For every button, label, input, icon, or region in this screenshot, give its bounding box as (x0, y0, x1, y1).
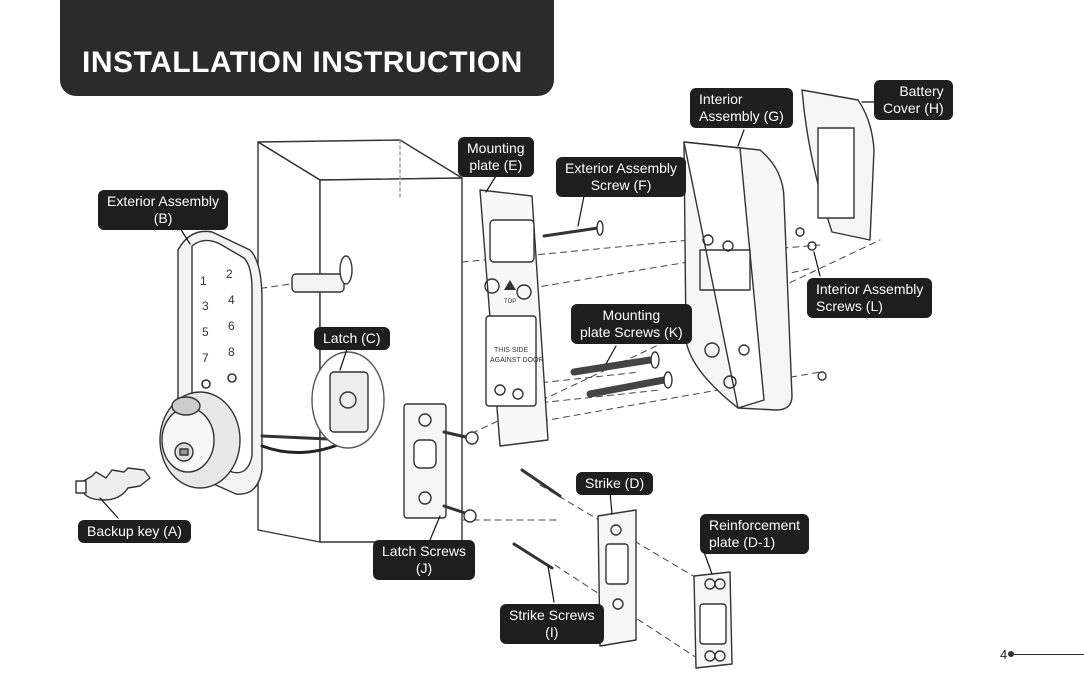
label-battery-cover-line1: Battery (899, 83, 944, 99)
label-strike-screws-line2: (I) (545, 624, 559, 640)
plate-top-mark: TOP (504, 299, 516, 305)
label-mounting-plate-screws-line2: plate Screws (K) (580, 324, 683, 340)
svg-text:8: 8 (228, 345, 235, 359)
svg-text:2: 2 (226, 267, 233, 281)
label-latch-line1: Latch (C) (323, 330, 381, 346)
latch-illustration (311, 351, 385, 449)
label-mounting-plate-screws: Mounting plate Screws (K) (571, 304, 692, 344)
mounting-plate-screws-illustration (570, 351, 673, 398)
label-exterior-assembly-line1: Exterior Assembly (107, 193, 220, 209)
label-reinforcement-plate-line2: plate (D-1) (709, 534, 776, 550)
plate-text-line1: THIS SIDE (494, 347, 529, 354)
label-strike-line1: Strike (D) (585, 475, 645, 491)
page-title: INSTALLATION INSTRUCTION (82, 46, 523, 79)
interior-assembly-illustration (683, 141, 793, 411)
label-battery-cover-line2: Cover (H) (883, 100, 944, 116)
label-interior-assembly-screws-line1: Interior Assembly (816, 281, 924, 297)
label-mounting-plate: Mounting plate (E) (458, 137, 534, 177)
label-interior-assembly-screws-line2: Screws (L) (816, 298, 883, 314)
strike-illustration (512, 468, 637, 647)
svg-text:4: 4 (228, 293, 235, 307)
label-strike-screws-line1: Strike Screws (509, 607, 595, 623)
label-mounting-plate-line2: plate (E) (469, 157, 523, 173)
mounting-plate-illustration: TOP THIS SIDE AGAINST DOOR (479, 189, 549, 447)
label-latch-screws-line1: Latch Screws (382, 543, 467, 559)
svg-text:6: 6 (228, 319, 235, 333)
exterior-assembly-illustration: 1 2 3 4 5 6 7 8 (159, 230, 353, 495)
backup-key-illustration (75, 467, 151, 501)
page-number-rule (1011, 654, 1084, 655)
svg-text:1: 1 (200, 274, 207, 288)
label-strike: Strike (D) (576, 472, 654, 495)
page-number: 4 (1000, 647, 1008, 662)
label-interior-assembly-screws: Interior Assembly Screws (L) (807, 278, 933, 318)
label-exterior-assembly: Exterior Assembly (B) (98, 190, 229, 230)
label-interior-assembly-line1: Interior (699, 91, 743, 107)
label-exterior-assembly-screw-line1: Exterior Assembly (565, 160, 678, 176)
label-backup-key-line1: Backup key (A) (87, 523, 182, 539)
svg-text:3: 3 (202, 299, 209, 313)
label-mounting-plate-screws-line1: Mounting (602, 307, 661, 323)
label-interior-assembly-line2: Assembly (G) (699, 108, 784, 124)
label-latch: Latch (C) (314, 327, 390, 350)
interior-screws-illustration (795, 227, 827, 381)
reinforcement-plate-illustration (693, 571, 733, 669)
plate-text-line2: AGAINST DOOR (490, 357, 544, 364)
latch-plate-illustration (403, 403, 479, 523)
battery-cover-illustration (801, 89, 875, 241)
label-reinforcement-plate: Reinforcement plate (D-1) (700, 514, 810, 554)
title-banner: INSTALLATION INSTRUCTION (60, 0, 554, 96)
label-latch-screws-line2: (J) (415, 560, 433, 576)
label-exterior-assembly-screw-line2: Screw (F) (590, 177, 652, 193)
label-exterior-assembly-line2: (B) (153, 210, 173, 226)
label-reinforcement-plate-line1: Reinforcement (709, 517, 801, 533)
label-interior-assembly: Interior Assembly (G) (690, 88, 793, 128)
label-mounting-plate-line1: Mounting (467, 140, 525, 156)
label-backup-key: Backup key (A) (78, 520, 191, 543)
svg-text:7: 7 (202, 351, 209, 365)
label-exterior-assembly-screw: Exterior Assembly Screw (F) (556, 157, 687, 197)
label-latch-screws: Latch Screws (J) (373, 540, 476, 580)
svg-text:5: 5 (202, 325, 209, 339)
exterior-screw-illustration (542, 220, 604, 238)
callout-pointers (99, 101, 875, 603)
label-battery-cover: Battery Cover (H) (874, 80, 953, 120)
label-strike-screws: Strike Screws (I) (500, 604, 604, 644)
